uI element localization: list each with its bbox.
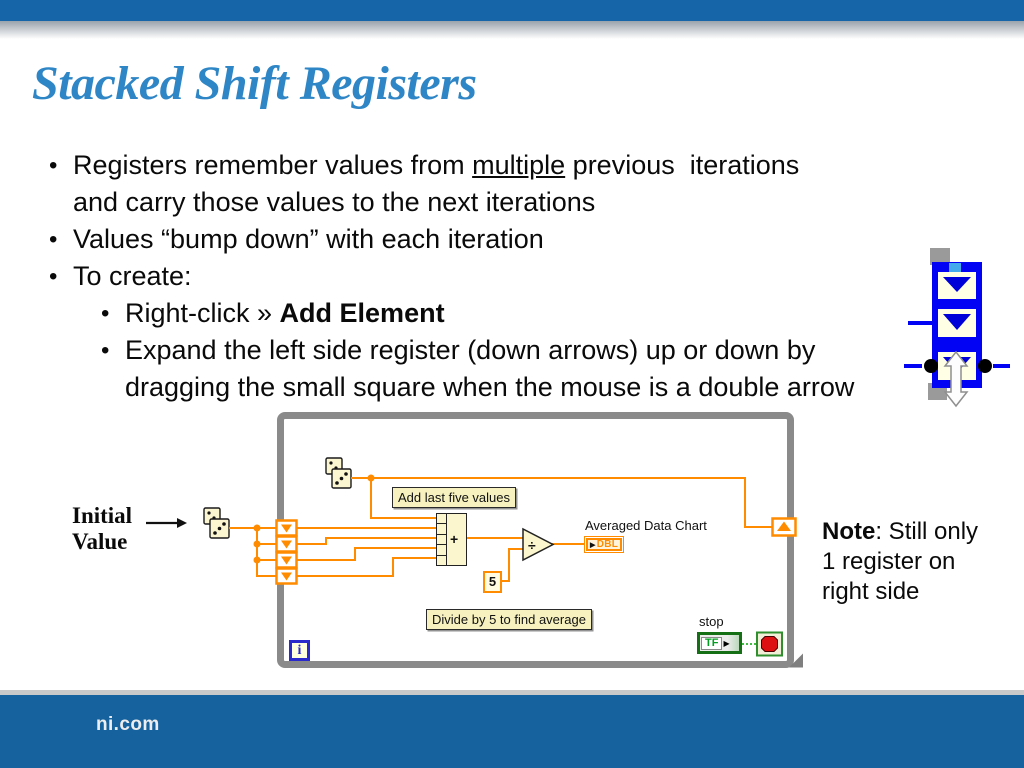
free-label-add: Add last five values xyxy=(392,487,517,508)
bullet-marker: • xyxy=(101,337,110,364)
free-label-divide: Divide by 5 to find average xyxy=(426,609,592,630)
dbl-indicator-terminal: ▶DBL xyxy=(584,536,625,553)
footer-bar xyxy=(0,695,1024,768)
top-banner-shadow xyxy=(0,21,1024,39)
compound-arithmetic-node: + xyxy=(436,513,467,566)
bullet-line: dragging the small square when the mouse… xyxy=(101,369,919,406)
resize-double-arrow-icon xyxy=(943,350,969,408)
terminal-arrow-icon: ▶ xyxy=(590,541,596,549)
chart-indicator-label: Averaged Data Chart xyxy=(585,518,707,533)
stacked-shift-register-icon xyxy=(904,248,1010,408)
bullet-marker xyxy=(49,184,73,221)
terminal-arrow-icon: ▶ xyxy=(723,638,730,648)
slide-title: Stacked Shift Registers xyxy=(32,57,477,110)
note-text: Note: Still only 1 register on right sid… xyxy=(822,518,979,605)
bullet-marker: • xyxy=(49,263,58,290)
top-banner-bar xyxy=(0,0,1024,21)
stop-boolean-terminal: TF ▶ xyxy=(697,632,742,654)
footer-divider xyxy=(0,690,1024,695)
bullet-line: •To create: xyxy=(49,258,919,295)
bullet-marker: • xyxy=(49,226,58,253)
footer-url: ni.com xyxy=(96,714,160,735)
add-input-cells xyxy=(437,514,447,565)
bullet-marker: • xyxy=(49,152,58,179)
pointer-arrow xyxy=(146,518,187,528)
bullet-line: •Values “bump down” with each iteration xyxy=(49,221,919,258)
bullet-list: •Registers remember values from multiple… xyxy=(49,147,919,406)
bullet-line: •Right-click » Add Element xyxy=(101,295,919,332)
random-number-dice-icon xyxy=(203,507,230,539)
bullet-marker: • xyxy=(101,300,110,327)
bullet-marker xyxy=(101,369,125,406)
stop-control-label: stop xyxy=(699,614,724,629)
initial-value-caption: Initial Value xyxy=(72,503,133,554)
plus-sign: + xyxy=(450,530,459,547)
bullet-line: and carry those values to the next itera… xyxy=(49,184,919,221)
bullet-line: •Expand the left side register (down arr… xyxy=(101,332,919,369)
bullet-line: •Registers remember values from multiple… xyxy=(49,147,919,184)
numeric-constant-5: 5 xyxy=(483,571,502,593)
iteration-terminal: i xyxy=(289,640,310,661)
